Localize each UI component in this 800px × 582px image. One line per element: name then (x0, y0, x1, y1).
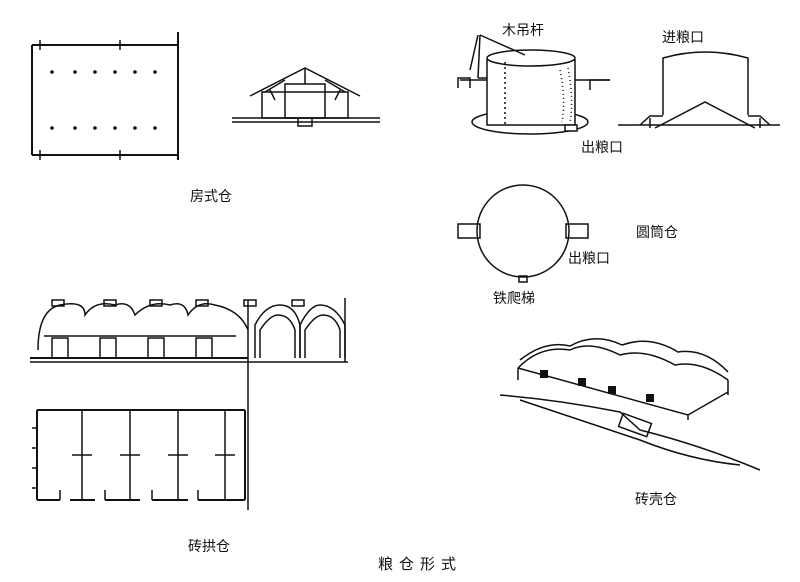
label-brick-arch-granary: 砖拱仓 (188, 539, 230, 555)
label-house-granary: 房式仓 (190, 189, 232, 205)
brick-arch-plan (32, 409, 246, 501)
cylinder-silo-elevation (457, 34, 610, 135)
label-brick-shell-granary: 砖壳仓 (635, 492, 677, 508)
label-wooden-crane: 木吊杆 (502, 23, 544, 39)
house-granary-section (232, 67, 380, 127)
inlet-section (618, 51, 780, 129)
label-iron-ladder: 铁爬梯 (493, 291, 535, 307)
label-inlet: 进粮口 (662, 30, 704, 46)
label-cylinder-granary: 圆筒仓 (636, 225, 678, 241)
brick-shell-perspective (499, 338, 761, 471)
brick-arch-elevation (247, 298, 348, 510)
label-outlet-top: 出粮口 (581, 140, 623, 156)
label-outlet-bottom: 出粮口 (568, 251, 610, 267)
cylinder-silo-plan (457, 184, 589, 283)
brick-arch-section (30, 299, 305, 363)
house-granary-plan (31, 32, 179, 160)
figure-caption: 粮仓形式 (378, 555, 463, 573)
